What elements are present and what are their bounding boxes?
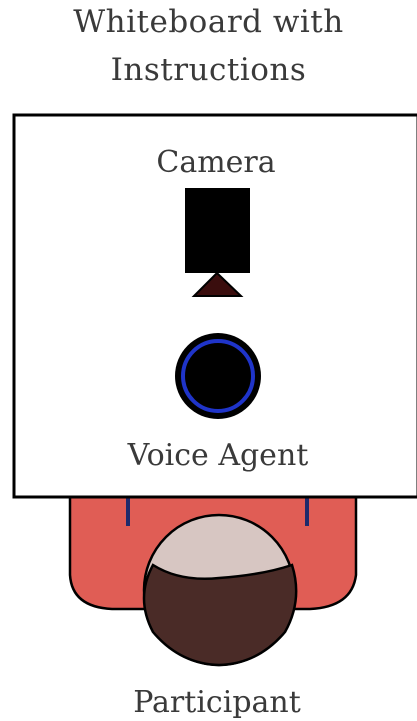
participant-hair [144,565,296,665]
participant-label: Participant [133,685,301,720]
camera-label: Camera [156,145,275,180]
camera-body [185,188,250,273]
voice-agent-label: Voice Agent [127,438,309,473]
speaker-ring [183,341,253,411]
participant [70,492,356,665]
speaker-icon [175,333,261,419]
